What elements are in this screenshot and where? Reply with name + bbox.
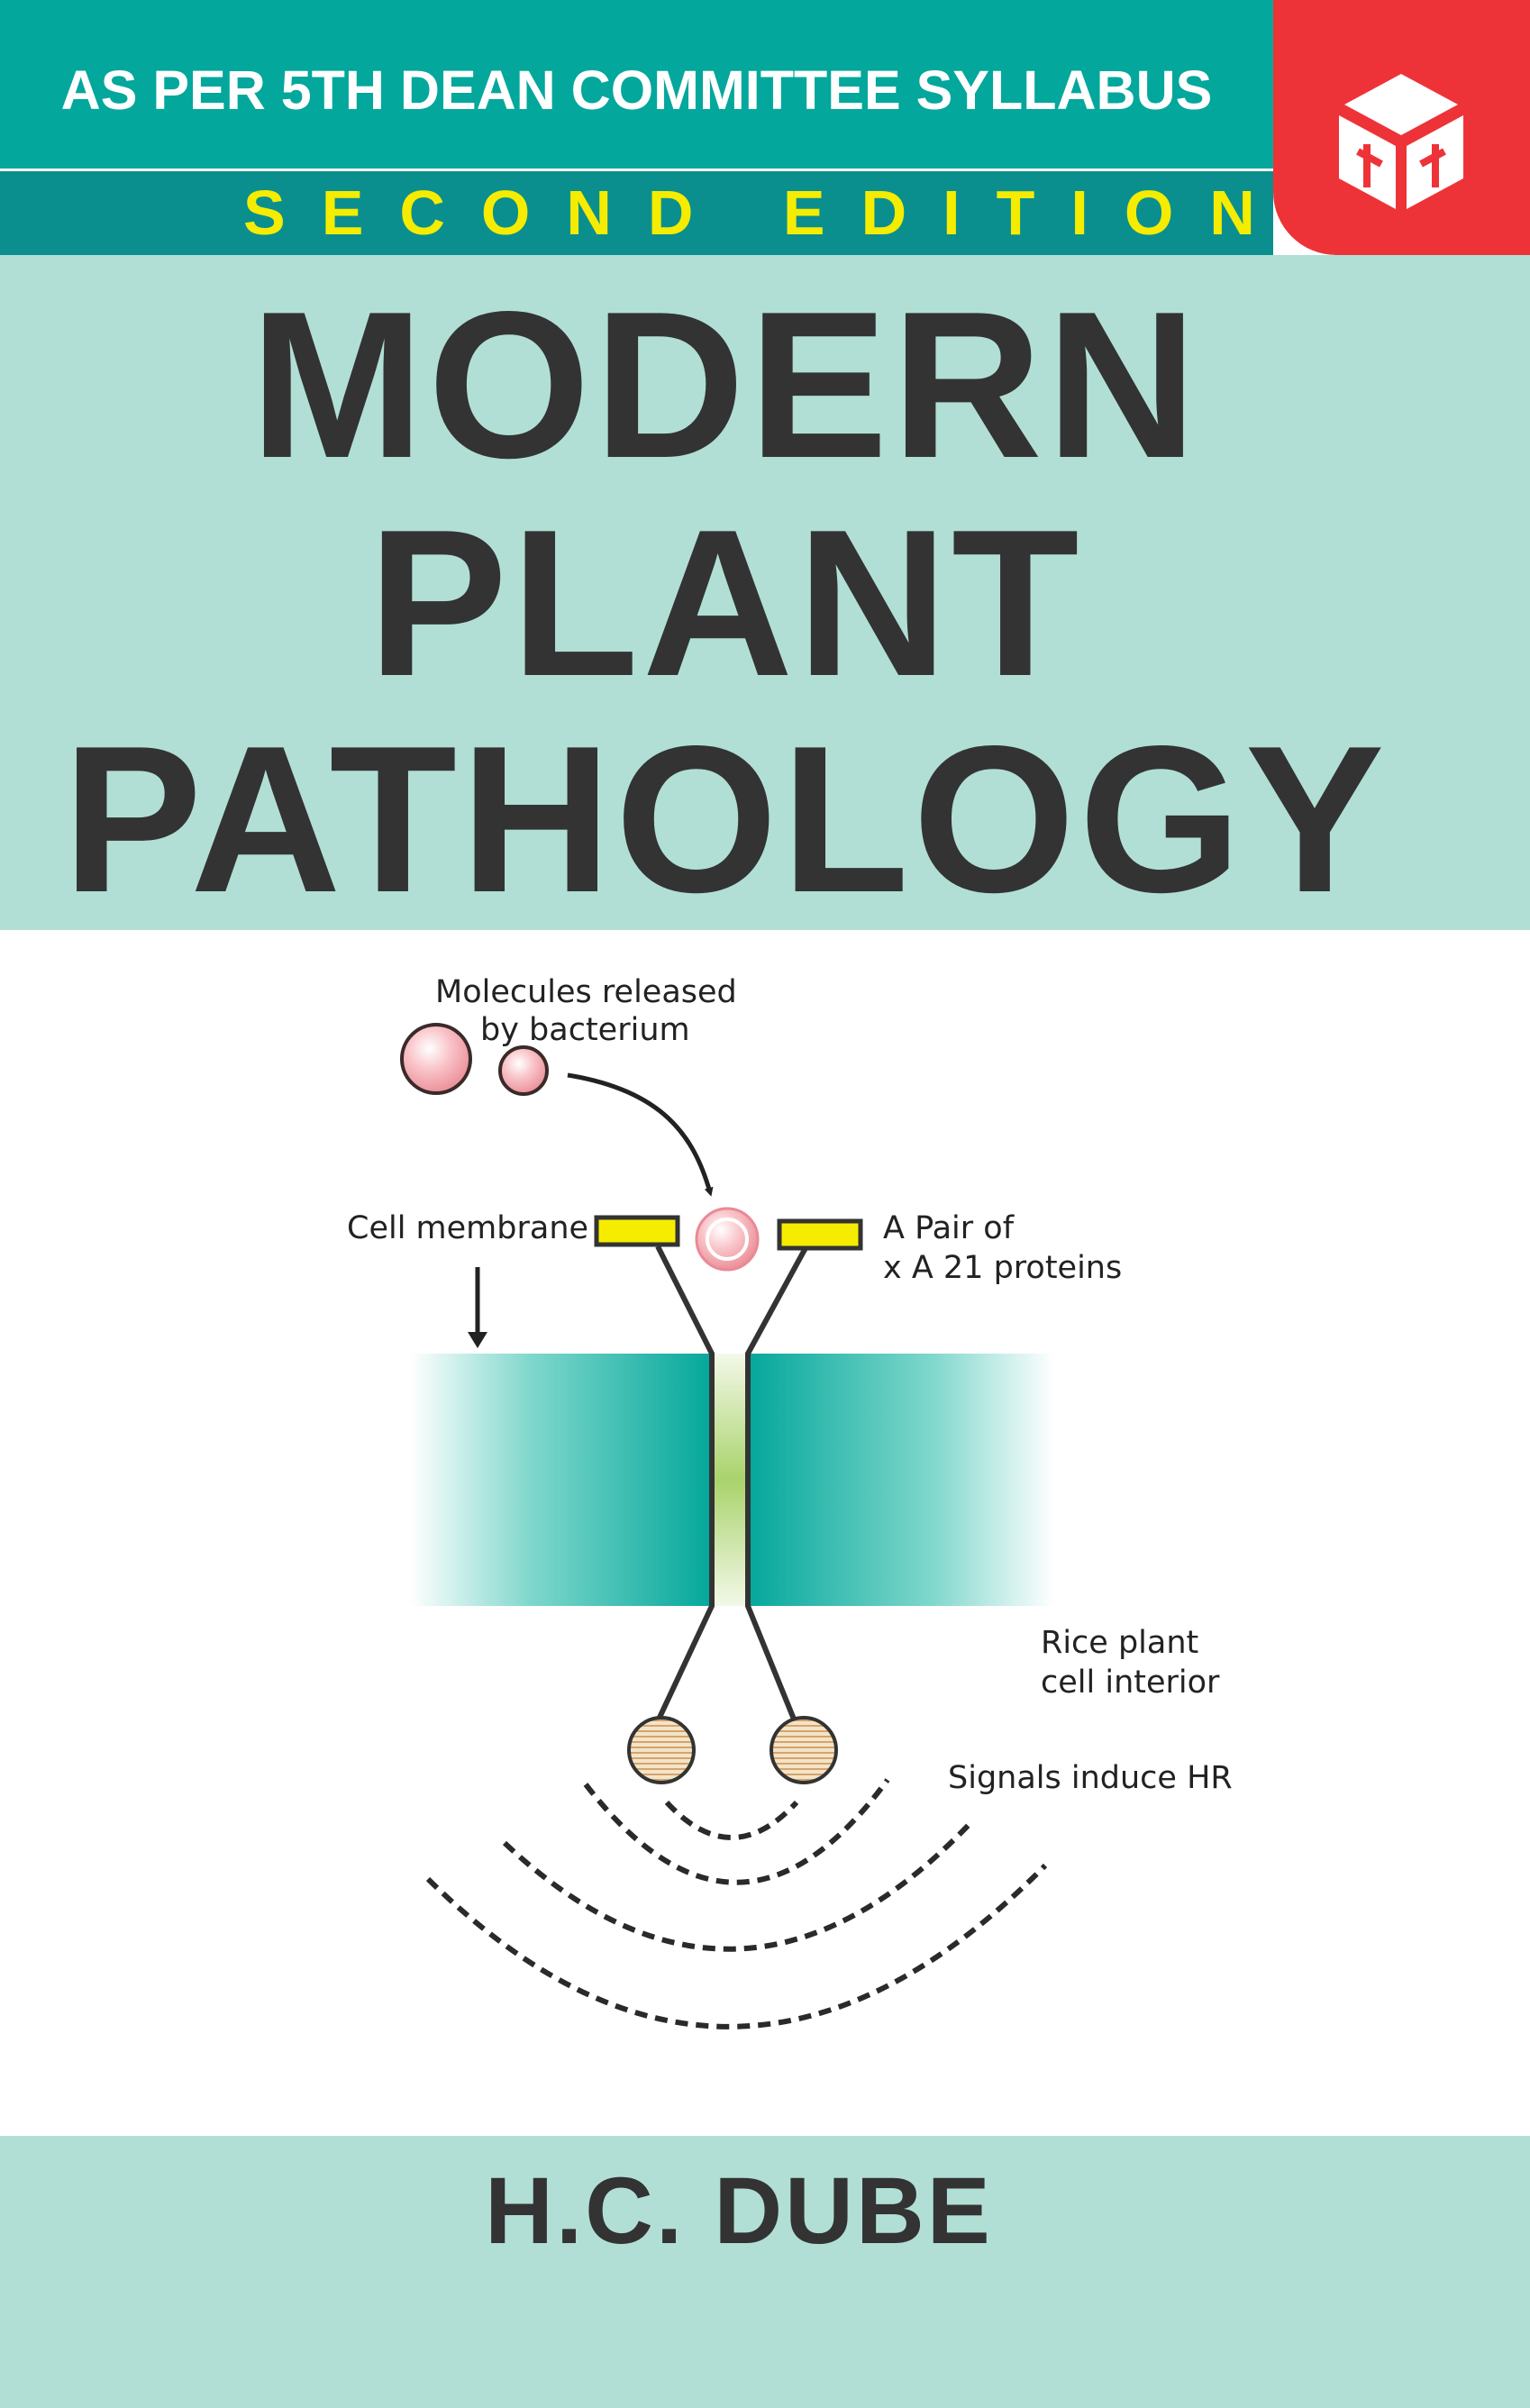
membrane-arrow-head <box>468 1332 487 1348</box>
bound-molecule <box>695 1207 760 1272</box>
molecule-small <box>498 1045 549 1096</box>
protein-right-stem <box>745 1245 809 1723</box>
cell-membrane-label: Cell membrane <box>347 1210 588 1246</box>
kinase-domain-right <box>770 1716 838 1784</box>
title-band <box>0 255 1530 930</box>
membrane-channel <box>712 1354 748 1606</box>
protein-pair-label-line-1: A Pair of <box>883 1210 1015 1246</box>
protein-left-stem <box>655 1245 715 1723</box>
edition-label: SECOND EDITION <box>243 178 1291 248</box>
cell-interior-label-line-2: cell interior <box>1041 1665 1220 1701</box>
receptor-left <box>594 1215 680 1247</box>
molecule-arrow <box>567 1072 714 1197</box>
signal-wave-3 <box>502 1822 971 1952</box>
author-band <box>0 2136 1530 2408</box>
header-band <box>0 0 1273 169</box>
signal-wave-1 <box>664 1800 799 1840</box>
membrane-right <box>748 1354 1054 1606</box>
title-line-2: PLANT <box>368 487 1083 720</box>
cell-interior-label-line-1: Rice plant <box>1041 1625 1198 1661</box>
publisher-logo <box>1273 0 1530 255</box>
bound-molecule-ring <box>706 1218 749 1261</box>
membrane-left <box>410 1354 712 1606</box>
header-divider <box>0 169 1273 171</box>
title-line-3: PATHOLOGY <box>62 703 1389 936</box>
cube-logo-icon <box>1339 74 1463 209</box>
title-line-1: MODERN <box>250 269 1201 502</box>
molecules-label-line-2: by bacterium <box>480 1012 690 1048</box>
author-name: H.C. DUBE <box>485 2158 993 2264</box>
signals-label: Signals induce HR <box>948 1760 1233 1796</box>
protein-pair-label-line-2: x A 21 proteins <box>883 1250 1122 1286</box>
syllabus-line: AS PER 5TH DEAN COMMITTEE SYLLABUS <box>60 59 1213 121</box>
molecule-large <box>400 1023 472 1095</box>
kinase-domain-left <box>627 1716 696 1784</box>
edition-band <box>0 171 1273 255</box>
receptor-right <box>777 1218 863 1251</box>
signal-wave-2 <box>583 1778 890 1885</box>
molecules-label-line-1: Molecules released <box>435 974 737 1010</box>
signal-wave-4 <box>425 1863 1048 2029</box>
